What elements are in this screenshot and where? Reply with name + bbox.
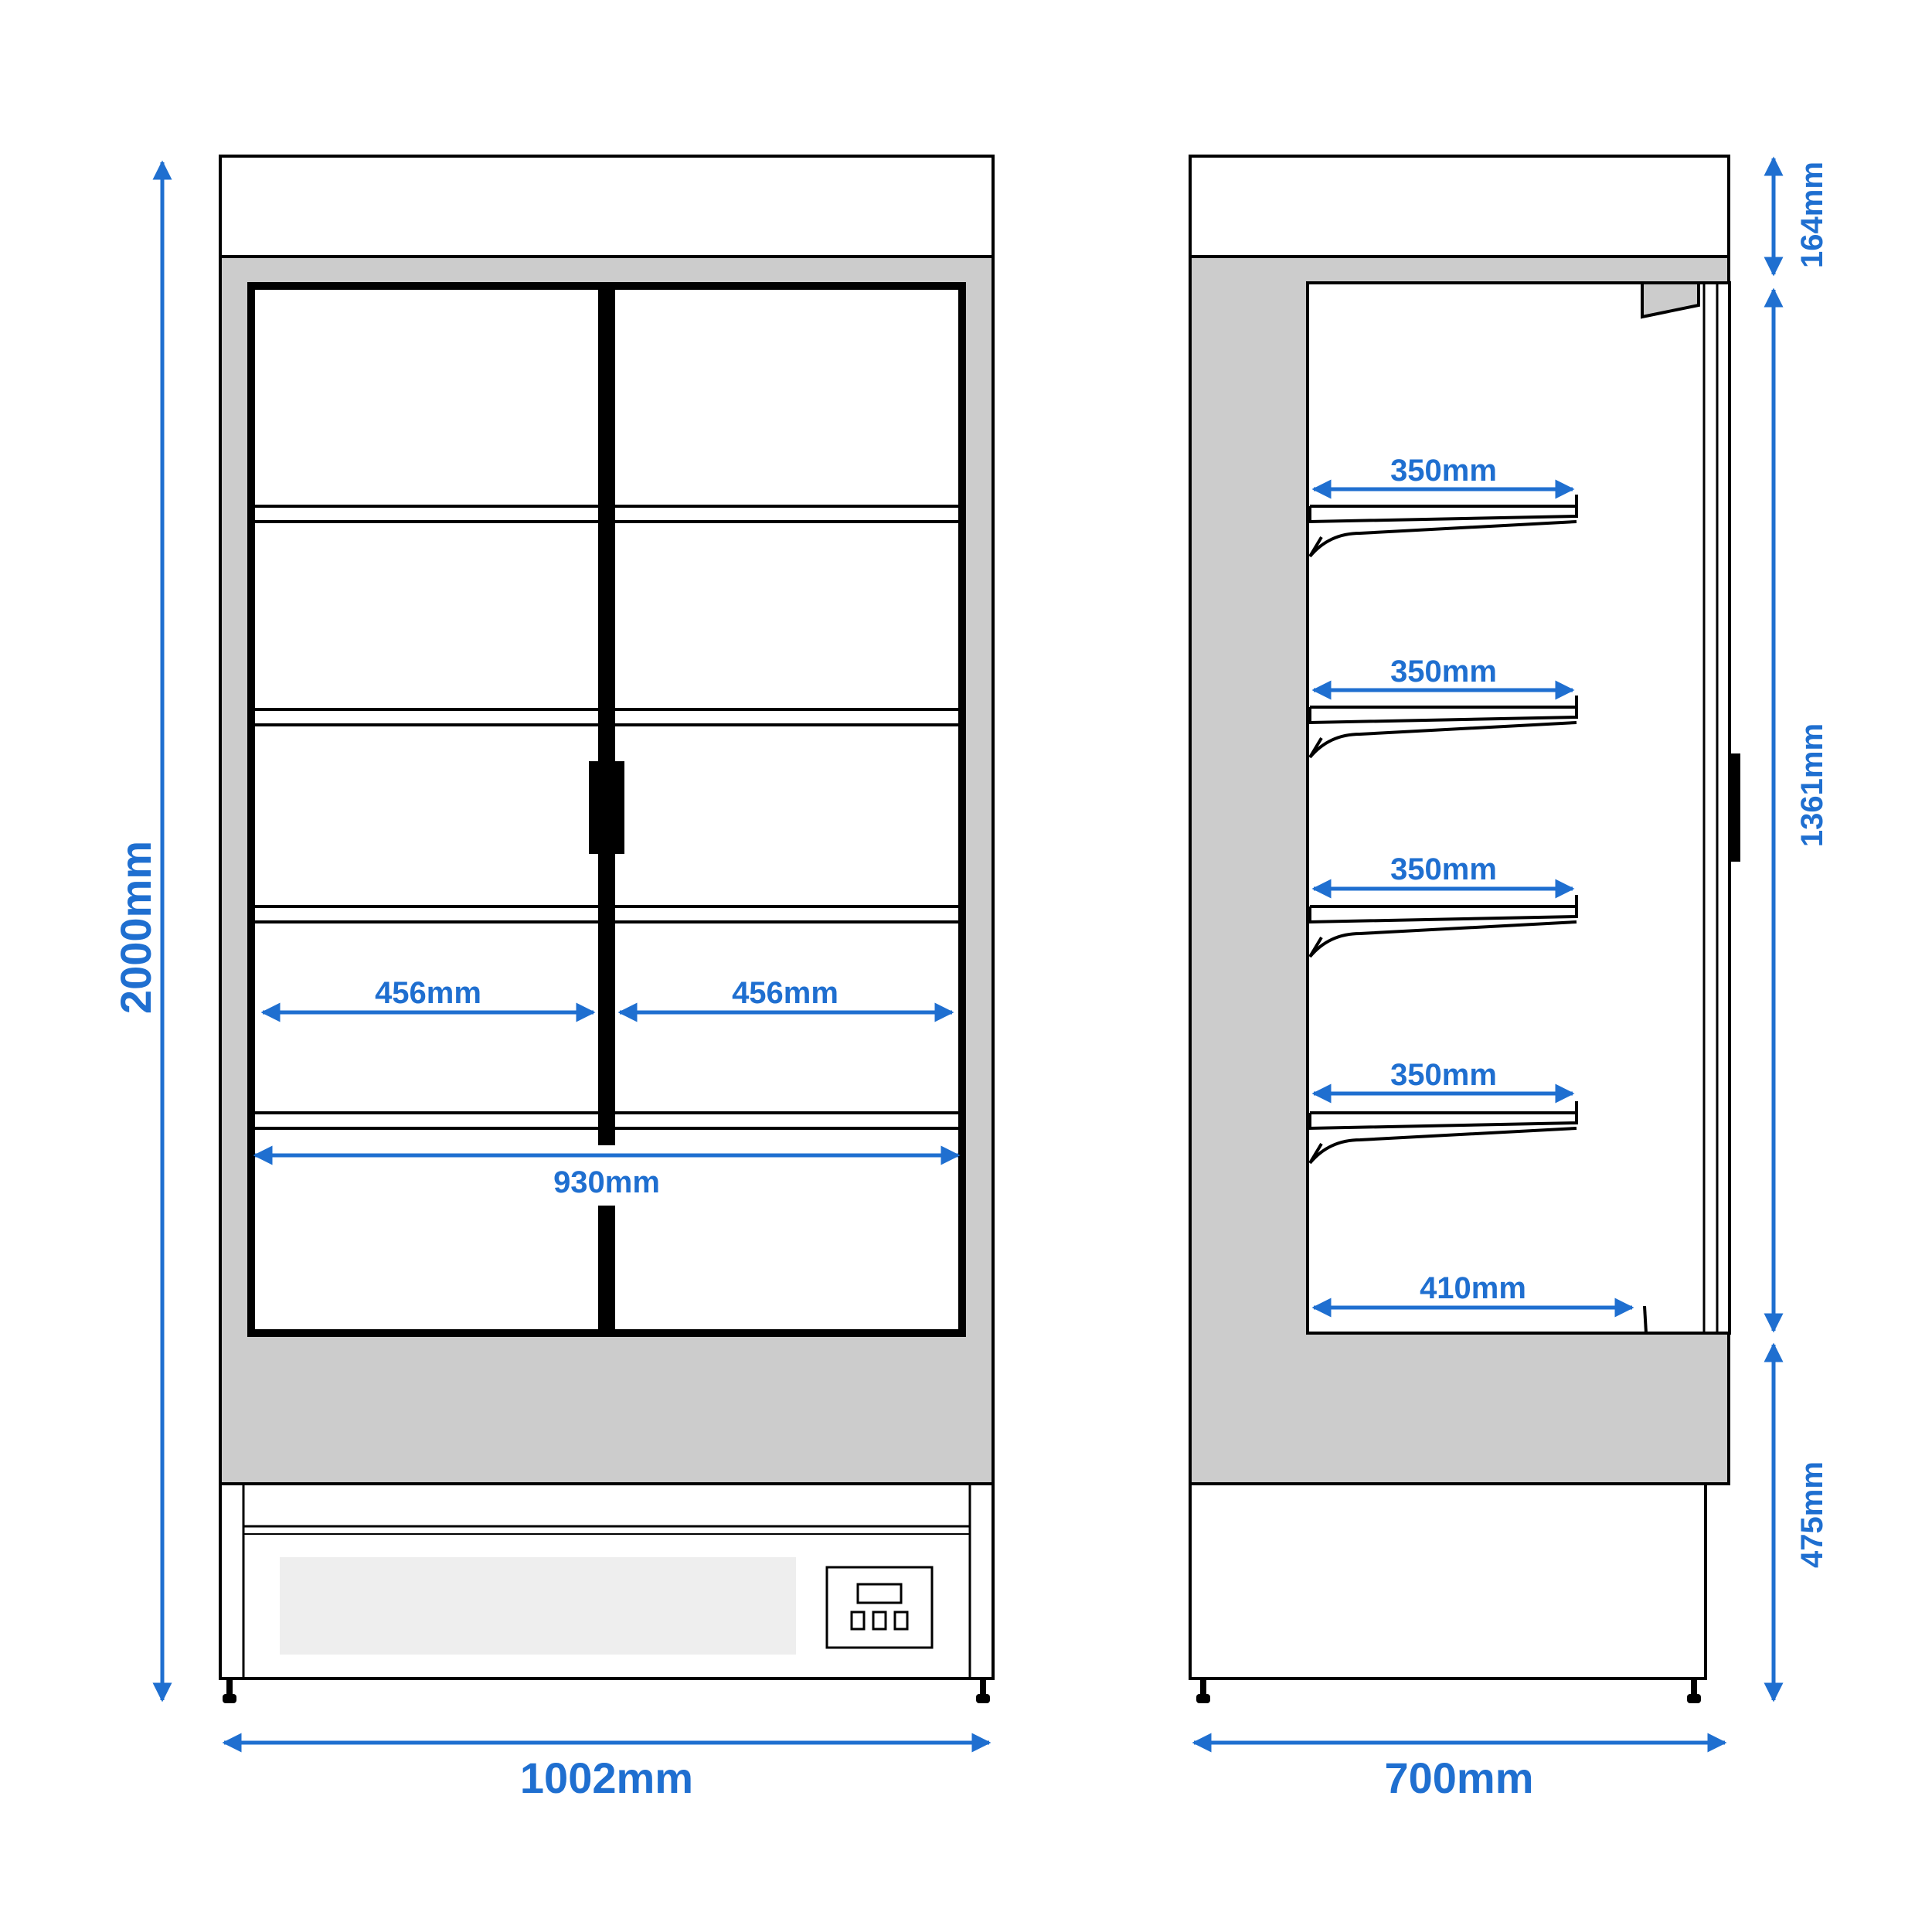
side-view — [1189, 155, 1740, 1703]
side-interior — [1306, 281, 1731, 1335]
front-canopy — [219, 155, 995, 258]
shelf-depth-label-1: 350mm — [1390, 454, 1497, 488]
width-label: 1002mm — [520, 1753, 693, 1802]
door-mullion-lower — [598, 1206, 615, 1333]
shelf-depth-label-2: 350mm — [1390, 655, 1497, 689]
bottom-height-label: 475mm — [1795, 1461, 1829, 1568]
inner-width-label: 930mm — [553, 1165, 660, 1199]
vent-grille — [280, 1557, 796, 1655]
height-label: 2000mm — [111, 841, 160, 1014]
left-shelf-label: 456mm — [375, 976, 481, 1010]
base-depth-label: 410mm — [1420, 1271, 1526, 1305]
side-base — [1189, 1482, 1707, 1680]
control-panel — [825, 1566, 934, 1649]
front-dimensions — [152, 160, 992, 1753]
side-dimensions — [1192, 156, 1784, 1753]
front-view — [219, 155, 995, 1703]
top-light-fixture — [1641, 281, 1700, 319]
middle-height-label: 1361mm — [1795, 723, 1829, 847]
door-mullion — [598, 286, 615, 1145]
door-handle — [589, 761, 624, 854]
side-handle — [1730, 753, 1740, 862]
side-canopy — [1189, 155, 1730, 258]
side-feet — [1196, 1679, 1701, 1703]
front-feet — [223, 1679, 990, 1703]
depth-label: 700mm — [1384, 1753, 1533, 1802]
side-shelves — [1308, 495, 1648, 1334]
shelf-depth-label-4: 350mm — [1390, 1058, 1497, 1092]
shelf-depth-label-3: 350mm — [1390, 852, 1497, 886]
top-height-label: 164mm — [1795, 162, 1829, 268]
right-shelf-label: 456mm — [732, 976, 838, 1010]
